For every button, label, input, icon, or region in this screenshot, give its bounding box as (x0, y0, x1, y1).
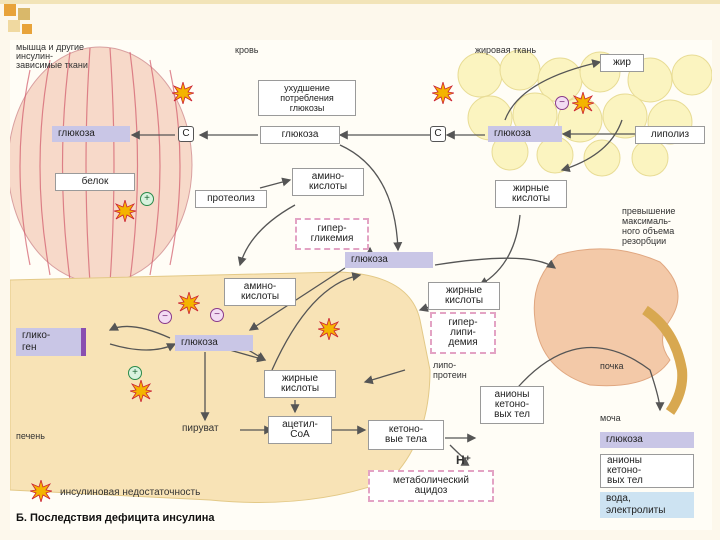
starburst-icon (114, 200, 136, 222)
ketone-bodies-box: кетоно- вые тела (368, 420, 444, 450)
minus-sign-icon: − (158, 310, 172, 324)
glucose-center-bar: глюкоза (345, 252, 433, 268)
starburst-icon (30, 480, 52, 502)
lipolysis-box: липолиз (635, 126, 705, 144)
liver-label: печень (16, 431, 45, 441)
hyperglycemia-box: гипер- гликемия (295, 218, 369, 250)
h-ion-label: H⁺ (456, 453, 471, 467)
minus-sign-icon: − (555, 96, 569, 110)
fatty-acids-liver-top-box: жирные кислоты (428, 282, 500, 310)
glucose-blood-box: глюкоза (260, 126, 340, 144)
anions-ketone-box: анионы кетоно- вых тел (480, 386, 544, 424)
fatty-acids-liver-box: жирные кислоты (264, 370, 336, 398)
minus-sign-icon: − (210, 308, 224, 322)
glucose-muscle-bar: глюкоза (52, 126, 130, 142)
acetyl-coa-box: ацетил- CoA (268, 416, 332, 444)
glucose-adipose-bar: глюкоза (488, 126, 562, 142)
starburst-icon (572, 92, 594, 114)
fatty-acids-adipose-box: жирные кислоты (495, 180, 567, 208)
amino-acids-liver-box: амино- кислоты (224, 278, 296, 306)
starburst-icon (432, 82, 454, 104)
kidney-label: почка (600, 361, 624, 371)
glucose-uptake-box: ухудшение потребления глюкозы (258, 80, 356, 116)
blood-label: кровь (235, 45, 259, 55)
urine-label: моча (600, 413, 621, 423)
figure-caption: Б. Последствия дефицита инсулина (16, 512, 215, 524)
starburst-icon (130, 380, 152, 402)
deco-square (4, 4, 16, 16)
plus-sign-icon: + (140, 192, 154, 206)
deco-square (18, 8, 30, 20)
muscle-label: мышца и другие инсулин- зависимые ткани (16, 42, 88, 70)
starburst-icon (172, 82, 194, 104)
adipose-label: жировая ткань (475, 45, 537, 55)
deco-square (8, 20, 20, 32)
urine-glucose-bar: глюкоза (600, 432, 694, 448)
diagram-frame: мышца и другие инсулин- зависимые ткани … (10, 40, 712, 530)
c-left-box: C (178, 126, 194, 142)
starburst-icon (178, 292, 200, 314)
top-stripe (0, 0, 720, 4)
deco-square (22, 24, 32, 34)
metabolic-acidosis-box: метаболический ацидоз (368, 470, 494, 502)
urine-anions-box: анионы кетоно- вых тел (600, 454, 694, 488)
c-right-box: C (430, 126, 446, 142)
hyperlipidemia-box: гипер- липи- демия (430, 312, 496, 354)
fat-box: жир (600, 54, 644, 72)
pyruvate-label: пируват (182, 423, 219, 434)
plus-sign-icon: + (128, 366, 142, 380)
urine-water-bar: вода, электролиты (600, 492, 694, 518)
starburst-icon (318, 318, 340, 340)
proteolysis-box: протеолиз (195, 190, 267, 208)
glycogen-bar: глико- ген (16, 328, 86, 356)
insulin-deficiency-label: инсулиновая недостаточность (60, 487, 201, 498)
lipoprotein-label: липо- протеин (433, 360, 467, 380)
amino-acids-blood-box: амино- кислоты (292, 168, 364, 196)
exceeding-label: превышение максималь- ного объема резорб… (622, 206, 676, 246)
protein-box: белок (55, 173, 135, 191)
glucose-liver-bar: глюкоза (175, 335, 253, 351)
